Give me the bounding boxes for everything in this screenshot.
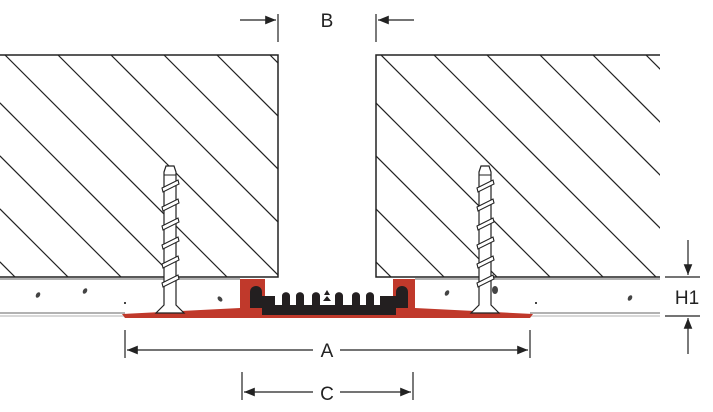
label-c: C: [320, 384, 334, 405]
hatch-line: [376, 102, 551, 277]
hatch-line: [376, 261, 392, 277]
hatch-line: [486, 55, 660, 229]
hatch-line: [269, 55, 278, 64]
hatch-line: [592, 55, 660, 123]
anchor-screw: [154, 165, 186, 314]
dimension-c: [241, 372, 414, 400]
hatch-line: [645, 55, 660, 70]
hatch-line: [57, 55, 278, 276]
hatch-line: [110, 55, 278, 223]
bellows-insert: [262, 292, 396, 315]
dimension-a: [124, 330, 531, 358]
hatch-line: [539, 55, 660, 176]
left-substrate: [0, 54, 279, 278]
hatch-line: [163, 55, 278, 170]
hatch-line: [0, 261, 16, 277]
joint-profile: [122, 279, 533, 318]
hatch-line: [216, 55, 278, 117]
label-h1: H1: [675, 288, 699, 309]
hatch-line: [376, 208, 445, 277]
aggregate-dots: [35, 286, 633, 304]
hatch-line: [433, 55, 657, 277]
anchor-screw: [469, 165, 501, 314]
right-substrate: [116, 54, 660, 295]
hatch-line: [0, 155, 122, 277]
hatch-line: [0, 102, 175, 277]
label-b: B: [321, 11, 334, 32]
dimension-b: [240, 14, 414, 42]
label-a: A: [321, 341, 334, 362]
hatch-line: [0, 208, 69, 277]
hatch-line: [376, 155, 498, 277]
dimension-h1: [665, 240, 700, 354]
hatch-line: [116, 55, 356, 295]
hatch-line: [380, 55, 604, 277]
hatch-line: [4, 55, 228, 277]
screed-layer: [0, 278, 660, 317]
